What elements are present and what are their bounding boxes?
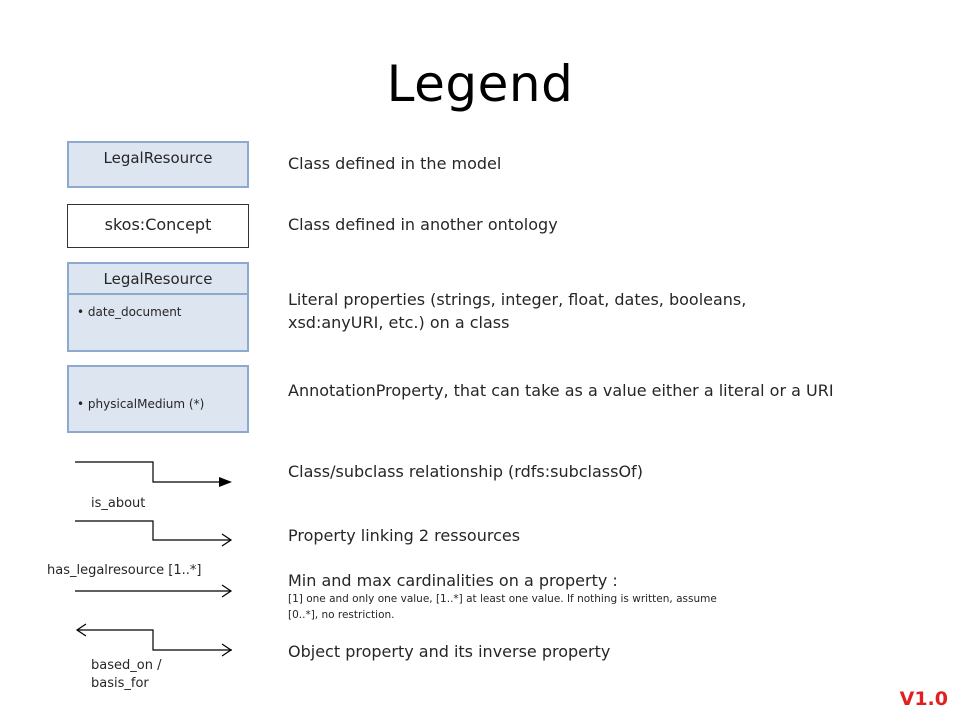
property-arrow (75, 520, 233, 547)
class-literal-header: LegalResource (69, 264, 247, 295)
desc-annotation: AnnotationProperty, that can take as a v… (288, 381, 834, 400)
class-literal-item: date_document (69, 305, 247, 319)
class-model-box: LegalResource (67, 141, 249, 188)
cardinality-arrow (75, 584, 233, 598)
desc-literal-line2: xsd:anyURI, etc.) on a class (288, 313, 510, 332)
class-model-label: LegalResource (103, 149, 213, 167)
desc-literal-line1: Literal properties (strings, integer, fl… (288, 290, 747, 309)
inverse-arrows (75, 623, 233, 657)
annotation-box: physicalMedium (*) (67, 365, 249, 433)
desc-class-model: Class defined in the model (288, 154, 502, 173)
label-has-legalresource: has_legalresource [1..*] (47, 563, 202, 578)
desc-inverse: Object property and its inverse property (288, 642, 611, 661)
label-based-on: based_on / (91, 658, 162, 673)
class-literal-box: LegalResource date_document (67, 262, 249, 352)
desc-property: Property linking 2 ressources (288, 526, 521, 545)
desc-cardinality-note2: [0..*], no restriction. (288, 609, 395, 621)
class-other-box: skos:Concept (67, 204, 249, 248)
page-title: Legend (386, 55, 574, 113)
label-basis-for: basis_for (91, 676, 149, 691)
desc-class-other: Class defined in another ontology (288, 215, 558, 234)
desc-cardinality: Min and max cardinalities on a property … (288, 571, 618, 590)
annotation-item: physicalMedium (*) (69, 397, 247, 411)
desc-cardinality-note1: [1] one and only one value, [1..*] at le… (288, 593, 717, 605)
version-label: V1.0 (899, 688, 948, 710)
desc-subclass: Class/subclass relationship (rdfs:subcla… (288, 462, 643, 481)
subclass-arrow (75, 461, 232, 487)
label-is-about: is_about (91, 496, 146, 511)
class-other-label: skos:Concept (104, 215, 212, 234)
